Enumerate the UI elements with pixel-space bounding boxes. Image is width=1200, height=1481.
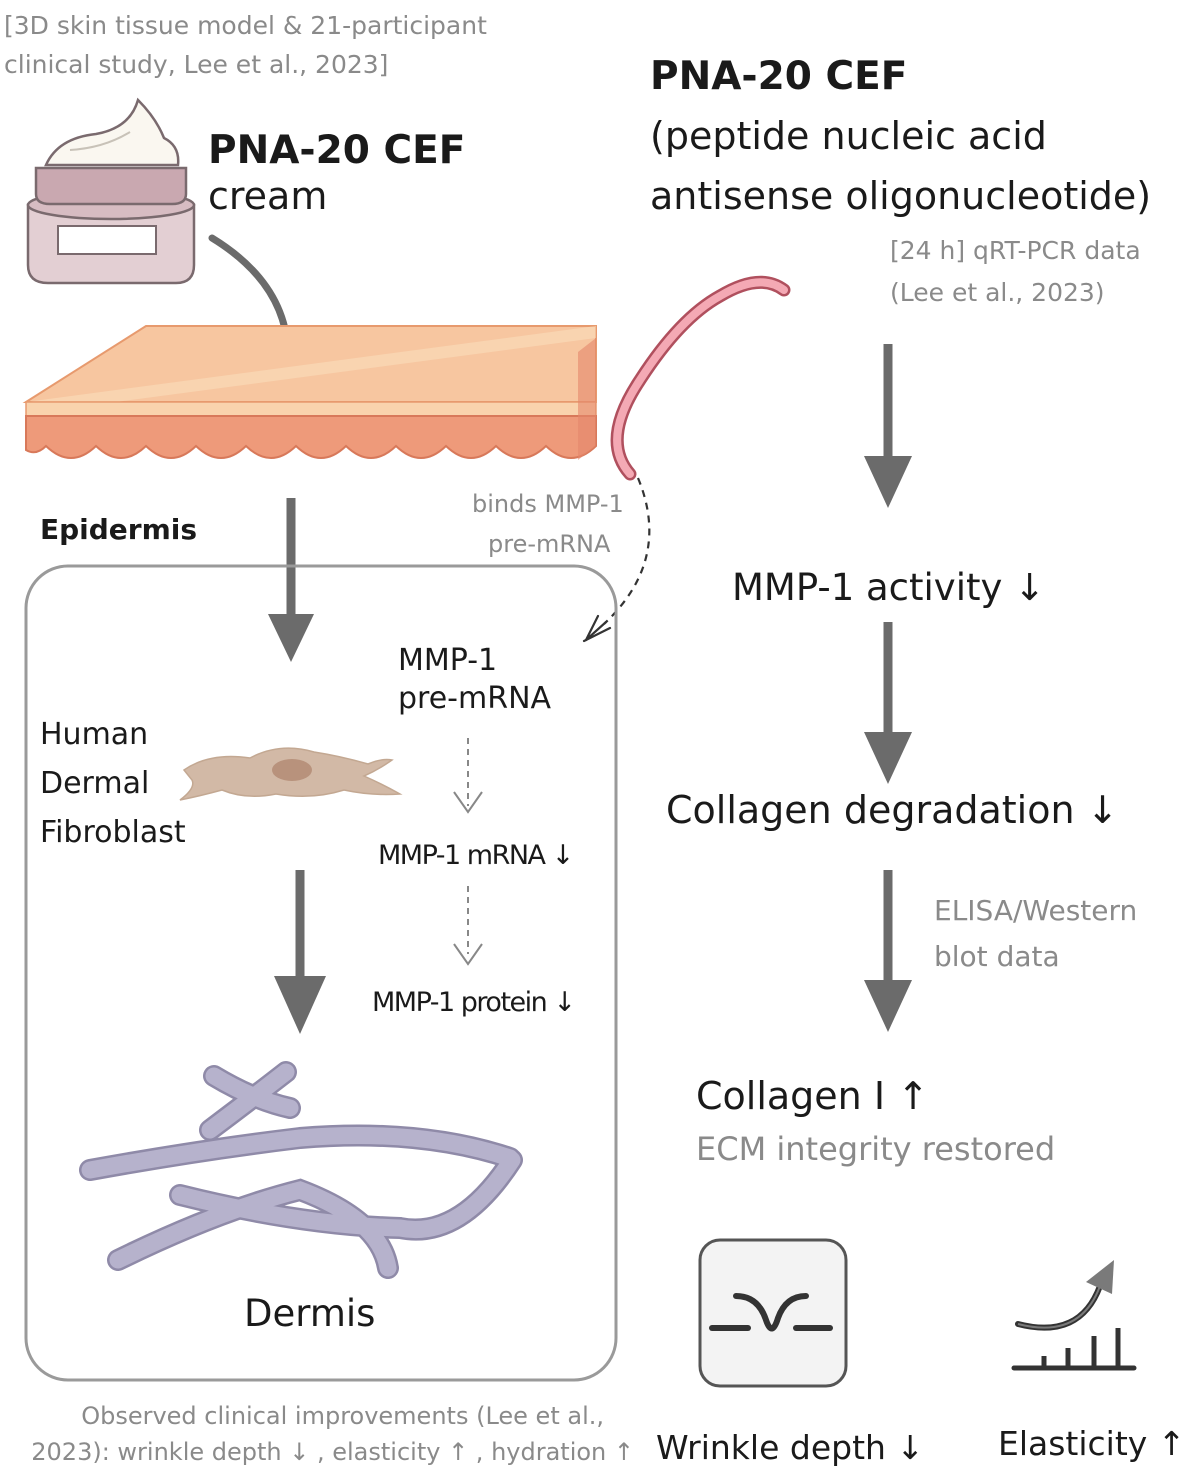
protein-label: MMP-1 protein ↓ bbox=[372, 987, 576, 1018]
ecm-label: ECM integrity restored bbox=[696, 1130, 1056, 1168]
fibroblast-line2: Dermal bbox=[40, 766, 150, 801]
elasticity-icon bbox=[1011, 1260, 1137, 1371]
degradation-label: Collagen degradation ↓ bbox=[666, 788, 1119, 832]
fibroblast-line3: Fibroblast bbox=[40, 815, 186, 850]
wrinkle-label: Wrinkle depth ↓ bbox=[656, 1428, 925, 1467]
epidermis-down-arrow bbox=[268, 498, 314, 662]
dermis-box bbox=[24, 564, 618, 1382]
elisa-line2: blot data bbox=[934, 940, 1060, 973]
clinical-line2: 2023): wrinkle depth ↓ , elasticity ↑ , … bbox=[31, 1438, 634, 1466]
elisa-note: ELISA/Western blot data bbox=[934, 888, 1137, 980]
pna-desc-line1: (peptide nucleic acid bbox=[650, 114, 1047, 158]
pna-title: PNA-20 CEF bbox=[650, 54, 908, 99]
activity-label: MMP-1 activity ↓ bbox=[732, 566, 1046, 609]
premrna-line1: MMP-1 bbox=[398, 643, 498, 678]
cream-form: cream bbox=[208, 174, 328, 218]
fibroblast-label: Human Dermal Fibroblast bbox=[40, 710, 186, 857]
mrna-label: MMP-1 mRNA ↓ bbox=[378, 840, 574, 871]
fibroblast-down-arrow bbox=[274, 870, 326, 1034]
fibroblast-line1: Human bbox=[40, 717, 149, 752]
qrt-line2: (Lee et al., 2023) bbox=[890, 278, 1105, 307]
pna-desc-line2: antisense oligonucleotide) bbox=[650, 174, 1152, 218]
clinical-line1: Observed clinical improvements (Lee et a… bbox=[81, 1402, 604, 1430]
source-note: [3D skin tissue model & 21-participant c… bbox=[4, 6, 487, 84]
collagen-label: Collagen I ↑ bbox=[696, 1074, 929, 1118]
wrinkle-icon bbox=[698, 1238, 848, 1388]
elasticity-label: Elasticity ↑ bbox=[998, 1424, 1186, 1463]
qrt-down-arrow bbox=[864, 344, 912, 508]
epidermis-label: Epidermis bbox=[40, 513, 198, 546]
cream-jar-icon bbox=[26, 97, 196, 285]
epidermis-slab-icon bbox=[22, 325, 597, 460]
qrt-line1: [24 h] qRT-PCR data bbox=[890, 236, 1141, 265]
binds-line2: pre-mRNA bbox=[488, 530, 611, 558]
dermis-label: Dermis bbox=[244, 1292, 376, 1335]
binds-arrow bbox=[603, 477, 651, 625]
fibroblast-icon bbox=[179, 747, 403, 801]
premrna-to-mrna-arrow bbox=[453, 738, 483, 814]
binds-line1: binds MMP-1 bbox=[472, 490, 624, 518]
elisa-line1: ELISA/Western bbox=[934, 894, 1138, 927]
mrna-to-protein-arrow bbox=[453, 886, 483, 966]
premrna-label: MMP-1 pre-mRNA bbox=[398, 642, 551, 718]
collagen-fibers-icon bbox=[79, 1061, 523, 1279]
cream-title: PNA-20 CEF bbox=[208, 128, 466, 173]
degradation-down-arrow bbox=[864, 870, 912, 1032]
qrt-note: [24 h] qRT-PCR data (Lee et al., 2023) bbox=[890, 230, 1141, 314]
premrna-line2: pre-mRNA bbox=[398, 681, 552, 716]
source-note-line1: [3D skin tissue model & 21-participant bbox=[4, 11, 487, 40]
source-note-line2: clinical study, Lee et al., 2023] bbox=[4, 50, 389, 79]
activity-down-arrow bbox=[864, 622, 912, 784]
